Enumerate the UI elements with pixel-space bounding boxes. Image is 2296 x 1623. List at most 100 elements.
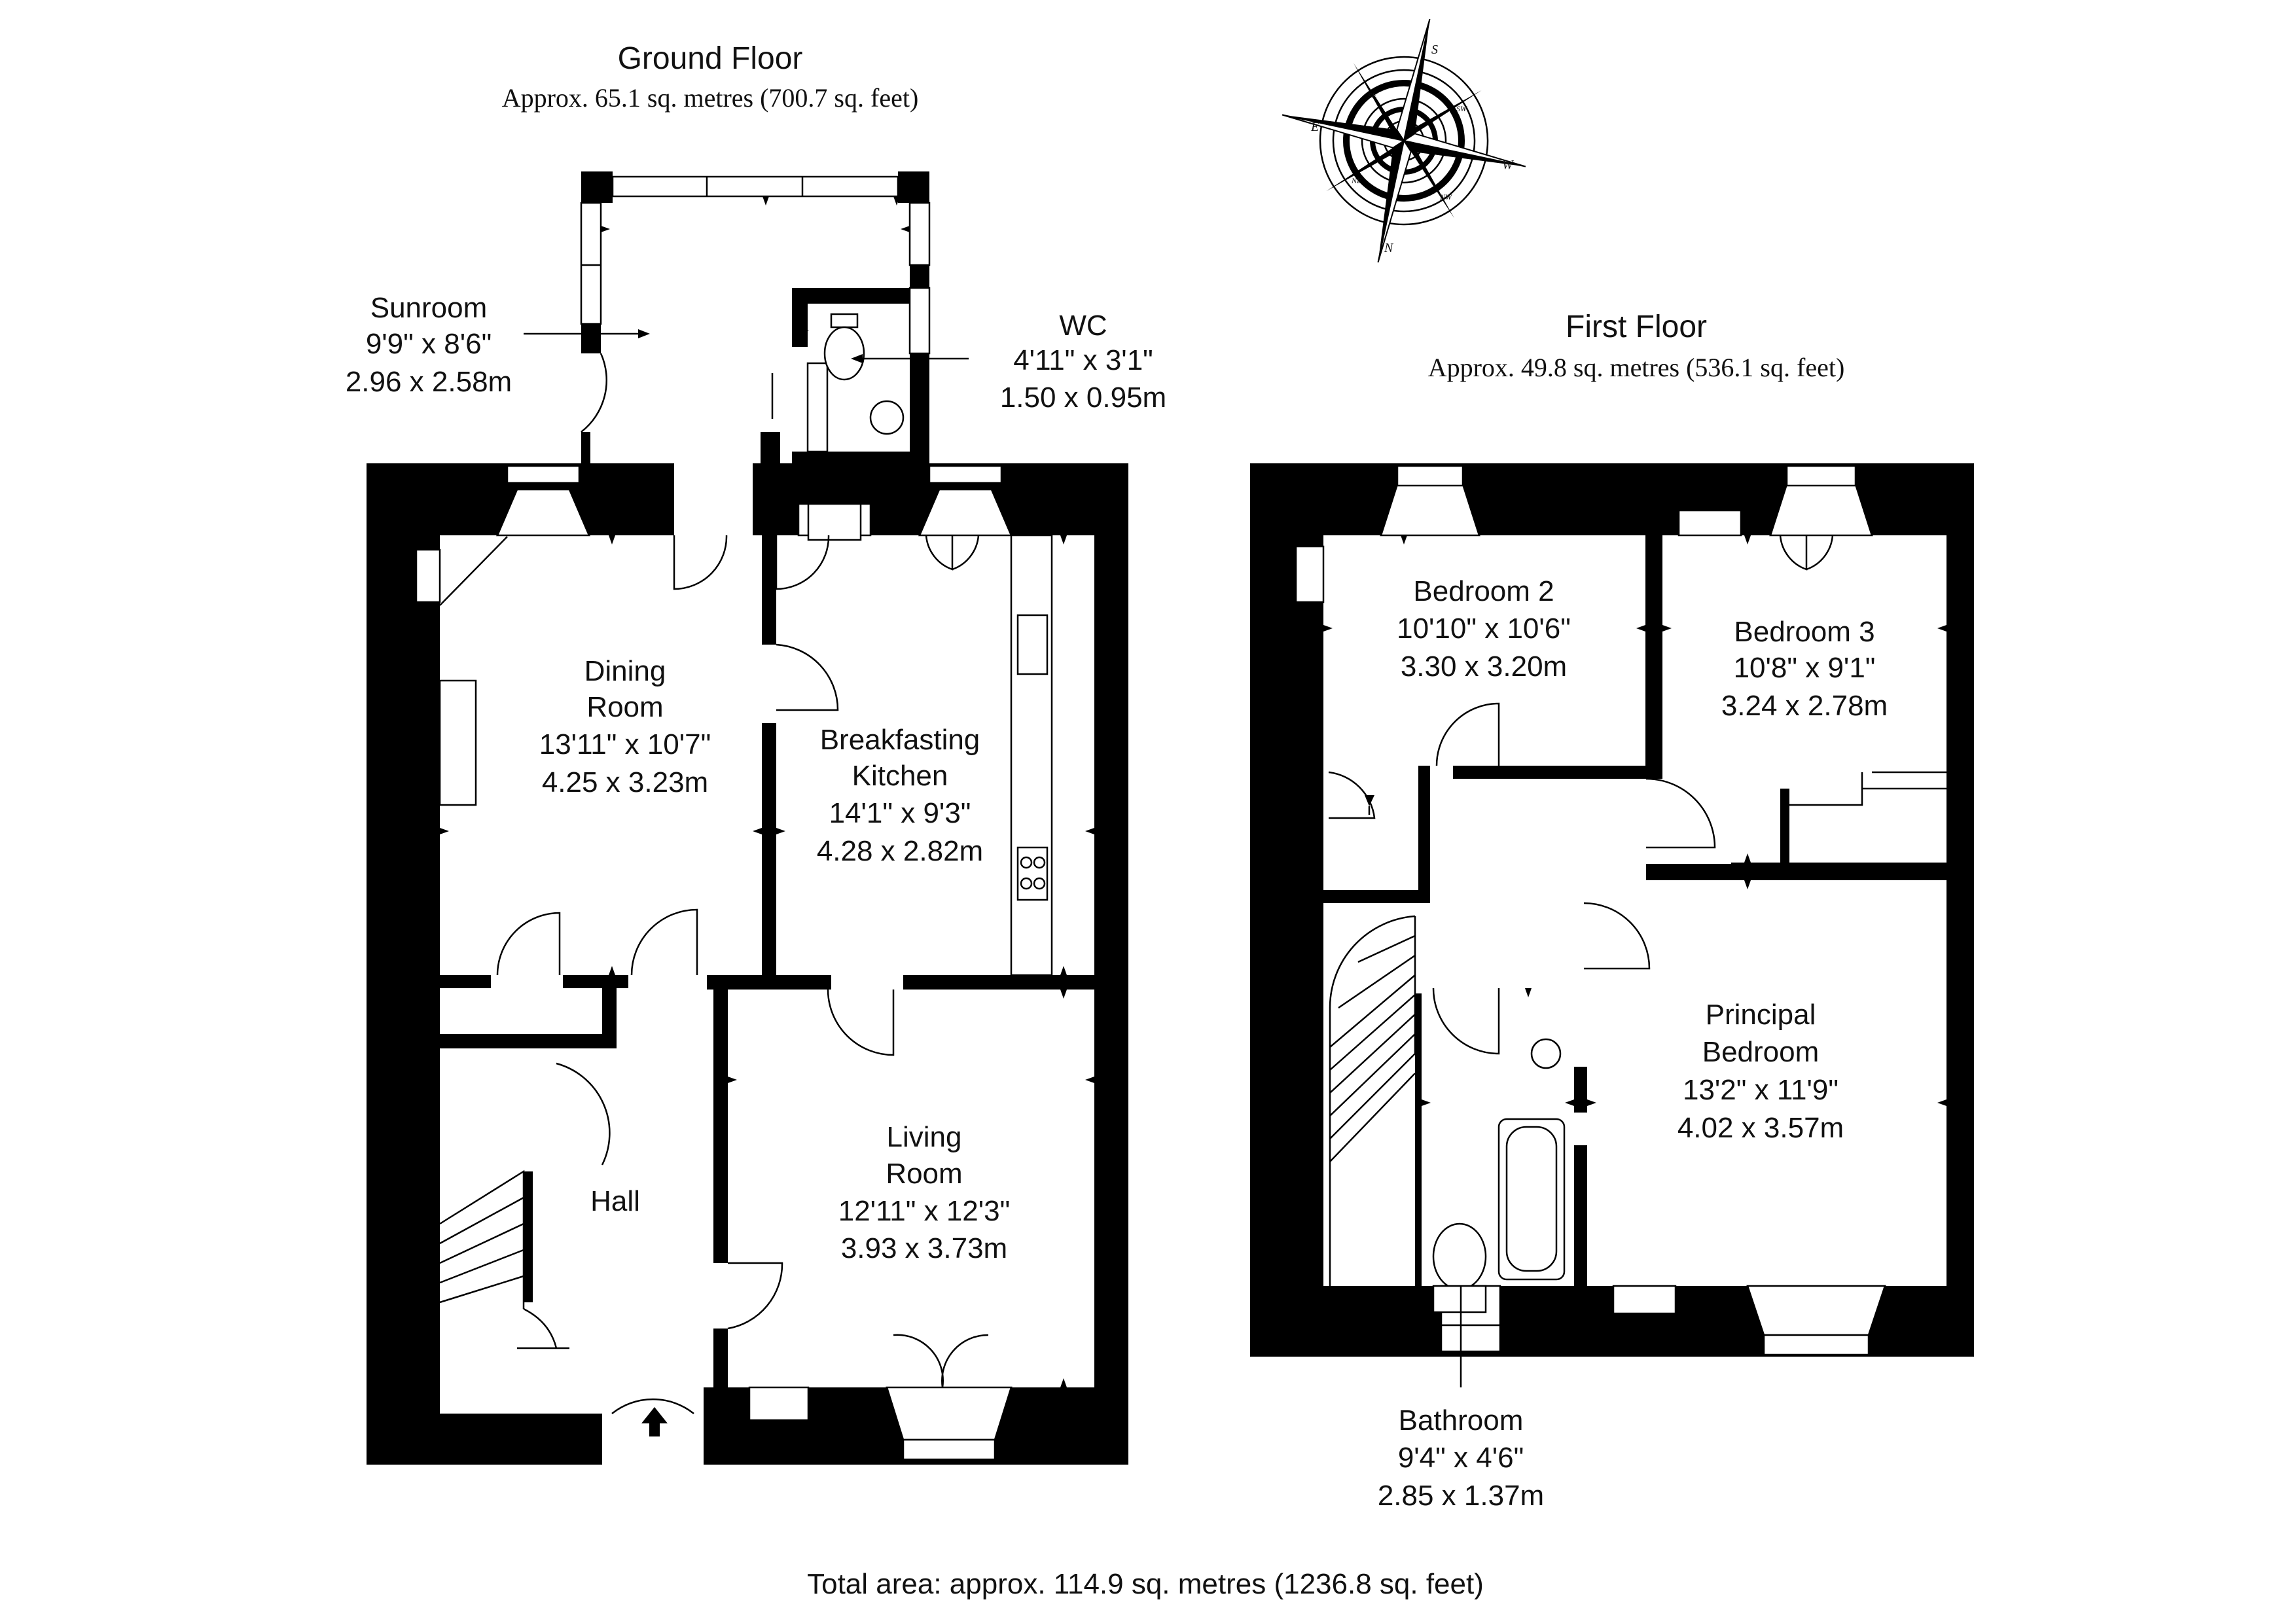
door-arc <box>1432 988 1500 1055</box>
kitchen-counter <box>1010 534 1053 976</box>
room-metric: 3.93 x 3.73m <box>841 1232 1007 1264</box>
room-name: Bedroom <box>1702 1036 1820 1068</box>
staircase <box>439 1169 569 1349</box>
room-name: WC <box>1059 310 1107 342</box>
room-imperial: 13'2" x 11'9" <box>1683 1074 1839 1106</box>
room-metric: 4.25 x 3.23m <box>542 766 708 798</box>
door-arc <box>827 989 895 1056</box>
compass-rose-icon <box>1282 18 1526 263</box>
door-arc <box>776 643 839 711</box>
room-metric: 2.96 x 2.58m <box>346 366 512 398</box>
principal-bedroom-label: Principal Bedroom 13'2" x 11'9" 4.02 x 3… <box>1677 999 1844 1144</box>
front-door-arc <box>611 1398 694 1414</box>
room-imperial: 9'9" x 8'6" <box>366 328 492 360</box>
toilet-icon <box>1432 1222 1487 1291</box>
compass-nw-label: NW <box>1439 192 1452 202</box>
bedroom2-label: Bedroom 2 10'10" x 10'6" 3.30 x 3.20m <box>1397 575 1571 683</box>
kitchen-label: Breakfasting Kitchen 14'1" x 9'3" 4.28 x… <box>817 724 983 867</box>
compass-sw-label: SW <box>1456 104 1467 113</box>
cupboard-wall <box>440 1034 617 1048</box>
compass-w-label: W <box>1502 158 1515 172</box>
toilet-cistern <box>830 313 859 329</box>
fireplace <box>439 679 477 806</box>
room-imperial: 9'4" x 4'6" <box>1398 1442 1524 1474</box>
room-name: Bedroom 3 <box>1734 616 1874 648</box>
staircase <box>1329 915 1416 1286</box>
room-name: Principal <box>1706 999 1816 1031</box>
entrance-arrow-icon <box>641 1407 668 1436</box>
bedroom3-label: Bedroom 3 10'8" x 9'1" 3.24 x 2.78m <box>1721 616 1888 722</box>
hall-label: Hall <box>590 1185 640 1217</box>
east-wall <box>1094 463 1128 1465</box>
room-imperial: 10'8" x 9'1" <box>1734 652 1876 684</box>
door-arc <box>1435 702 1500 766</box>
door-arc <box>1645 777 1716 849</box>
room-name: Living <box>887 1121 962 1153</box>
compass-n-label: N <box>1384 241 1394 255</box>
room-imperial: 14'1" x 9'3" <box>829 797 971 829</box>
sunroom-structure <box>580 171 931 465</box>
room-metric: 4.28 x 2.82m <box>817 835 983 867</box>
room-metric: 4.02 x 3.57m <box>1677 1112 1844 1144</box>
room-name: Kitchen <box>852 760 948 792</box>
room-name: Dining <box>584 655 666 687</box>
basin-icon <box>1530 1038 1562 1069</box>
room-name: Bathroom <box>1399 1404 1524 1436</box>
window <box>1396 465 1464 487</box>
basin-icon <box>869 400 905 435</box>
first-floor-area: Approx. 49.8 sq. metres (536.1 sq. feet) <box>1428 353 1845 382</box>
room-imperial: 13'11" x 10'7" <box>539 728 711 760</box>
ground-floor-title: Ground Floor <box>618 41 803 76</box>
cupboard-door-arc <box>1328 771 1376 819</box>
stair-void <box>1323 903 1415 1286</box>
toilet-icon <box>823 326 865 381</box>
door-arc <box>1583 902 1651 970</box>
room-name: Breakfasting <box>820 724 980 756</box>
room-imperial: 10'10" x 10'6" <box>1397 613 1571 645</box>
window <box>506 465 581 484</box>
room-name: Room <box>586 691 663 723</box>
first-floor-title: First Floor <box>1566 310 1707 344</box>
room-metric: 1.50 x 0.95m <box>1000 382 1166 414</box>
south-wall-west <box>367 1414 602 1465</box>
dining-room-label: Dining Room 13'11" x 10'7" 4.25 x 3.23m <box>539 655 711 798</box>
bathroom-label: Bathroom 9'4" x 4'6" 2.85 x 1.37m <box>1378 1404 1544 1512</box>
window <box>1763 1334 1870 1356</box>
compass-se-label: SE <box>1368 91 1377 100</box>
sunroom-label: Sunroom 9'9" x 8'6" 2.96 x 2.58m <box>346 292 512 398</box>
room-metric: 3.24 x 2.78m <box>1721 690 1888 722</box>
room-imperial: 12'11" x 12'3" <box>838 1195 1011 1227</box>
compass-ne-label: NE <box>1351 176 1362 185</box>
total-area: Total area: approx. 114.9 sq. metres (12… <box>807 1568 1484 1600</box>
room-name: Bedroom 2 <box>1413 575 1554 607</box>
window <box>1440 1324 1501 1353</box>
room-name: Room <box>886 1158 962 1190</box>
dining-kitchen-wall <box>762 535 776 980</box>
west-wall <box>367 463 440 1465</box>
bedroom2-floor <box>1323 535 1645 766</box>
hall-living-wall <box>713 988 728 1263</box>
ground-floor-area: Approx. 65.1 sq. metres (700.7 sq. feet) <box>502 83 919 113</box>
compass-s-label: S <box>1431 43 1438 57</box>
door-arc <box>630 908 698 976</box>
window <box>928 465 1003 484</box>
door-arc <box>556 1062 611 1166</box>
door-arc <box>673 535 728 590</box>
ground-floor-plan <box>367 171 1128 1466</box>
room-metric: 3.30 x 3.20m <box>1401 651 1567 683</box>
living-room-label: Living Room 12'11" x 12'3" 3.93 x 3.73m <box>838 1121 1011 1264</box>
window <box>902 1438 996 1461</box>
window <box>1785 465 1857 487</box>
bath-icon <box>1498 1118 1566 1281</box>
hob-icon <box>1016 846 1049 901</box>
wc-label: WC 4'11" x 3'1" 1.50 x 0.95m <box>1000 310 1166 414</box>
room-metric: 2.85 x 1.37m <box>1378 1480 1544 1512</box>
door-arc <box>496 912 561 976</box>
principal-bedroom-floor <box>1587 880 1946 1286</box>
first-floor-plan <box>1250 463 1974 1387</box>
sink-icon <box>1016 614 1049 675</box>
room-name: Sunroom <box>370 292 488 324</box>
room-imperial: 4'11" x 3'1" <box>1013 344 1153 376</box>
door-arc <box>727 1262 783 1330</box>
